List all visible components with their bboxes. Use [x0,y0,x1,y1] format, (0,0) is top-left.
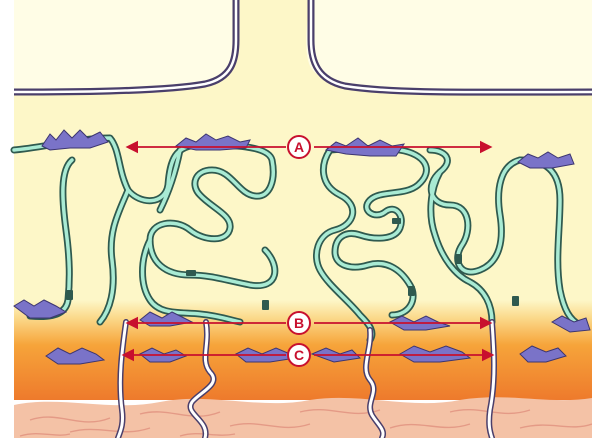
label-a: A [288,136,310,158]
label-a-text: A [294,139,304,155]
base-layer [14,397,592,438]
label-b: B [288,312,310,334]
label-b-text: B [294,315,304,331]
label-c: C [288,344,310,366]
label-c-text: C [294,347,304,363]
